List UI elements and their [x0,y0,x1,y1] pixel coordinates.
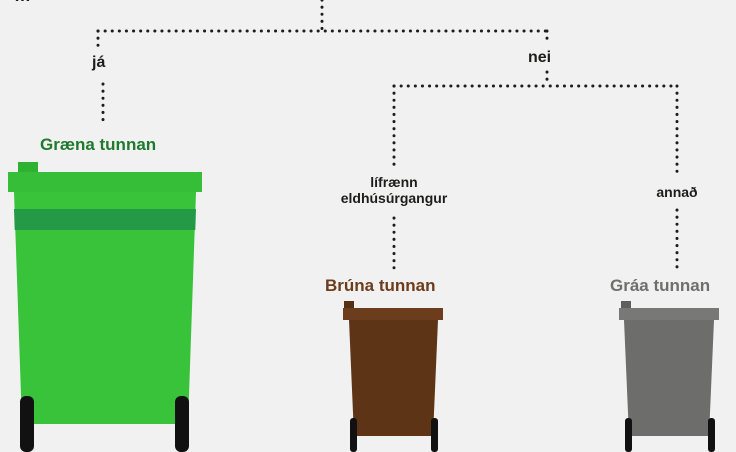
gray-bin-title: Gráa tunnan [610,276,710,296]
gray-bin-body [624,320,714,436]
brown-bin-body [349,320,438,436]
gray-bin-wheel-right [708,418,715,452]
green-bin-title: Græna tunnan [40,135,156,155]
green-bin-band [14,209,196,230]
other-branch-label: annað [647,184,707,200]
brown-bin-wheel-left [350,418,357,452]
green-bin-wheel-left [20,396,34,452]
organic-label-line2: eldhúsúrgangur [334,190,454,206]
branch-yes-label: já [92,54,105,72]
brown-bin-wheel-right [431,418,438,452]
gray-bin-handle [621,301,631,309]
gray-bin-lid [619,308,719,320]
question-text: … [14,0,31,6]
gray-bin-wheel-left [625,418,632,452]
gray-bin [619,301,719,452]
brown-bin-lid [343,308,443,320]
green-bin [8,162,202,452]
brown-bin-handle [344,301,354,309]
green-bin-wheel-right [175,396,189,452]
organic-label-line1: lífrænn [334,174,454,190]
branch-no-label: nei [528,49,551,67]
organic-branch-label: lífrænn eldhúsúrgangur [334,174,454,206]
green-bin-lid [8,172,202,192]
brown-bin [343,301,443,452]
brown-bin-title: Brúna tunnan [325,276,436,296]
